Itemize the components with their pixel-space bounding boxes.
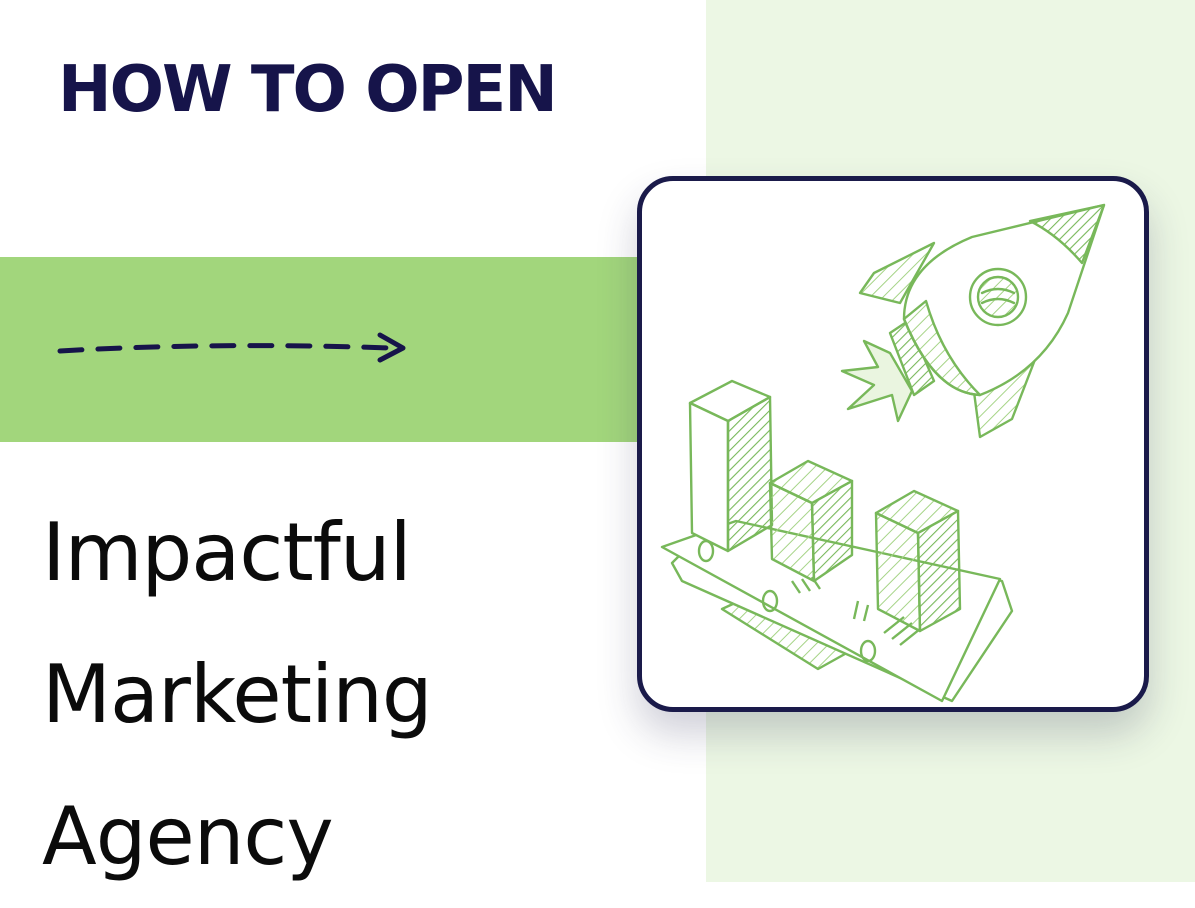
- illustration-card: [637, 176, 1149, 712]
- rocket-icon: [840, 203, 1106, 439]
- dashed-arrow-icon: [57, 332, 406, 363]
- title-line-3: Agency: [42, 790, 334, 883]
- title-line-2: Marketing: [42, 648, 433, 741]
- kicker-heading: HOW TO OPEN: [58, 53, 558, 127]
- growth-illustration: [660, 203, 1106, 703]
- title-line-1: Impactful: [42, 506, 412, 599]
- bar-chart-icon: [688, 379, 962, 633]
- main-title: Impactful Marketing Agency: [42, 482, 433, 908]
